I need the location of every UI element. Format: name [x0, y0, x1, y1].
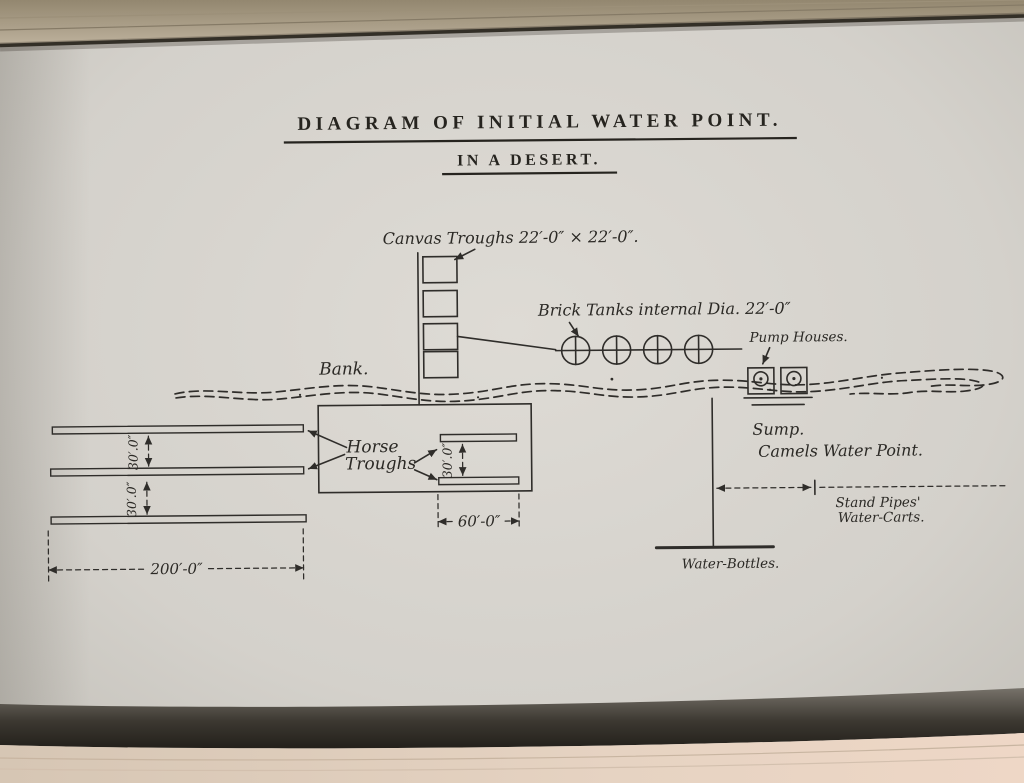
pump-1-wheel — [753, 371, 769, 387]
horse-trough-bar-3 — [50, 514, 307, 525]
canvas-trough-2 — [422, 289, 459, 318]
water-bottles-bar — [654, 545, 775, 550]
bank-stipple — [610, 377, 614, 381]
horse-troughs-arrow-2 — [307, 453, 346, 470]
book-bottom-edge — [0, 688, 1024, 783]
bank-label: Bank. — [318, 359, 368, 379]
pump-houses-label: Pump Houses. — [748, 329, 847, 346]
canvas-troughs: Canvas Troughs 22′-0″ × 22′-0″. — [383, 227, 639, 406]
canvas-trough-1 — [422, 255, 458, 284]
sump-label: Sump. — [752, 419, 804, 438]
horse-troughs-arrow-1 — [307, 429, 348, 449]
bank-upper-line — [174, 368, 1004, 396]
dim-200-line-left — [47, 566, 146, 574]
canvas-troughs-arrow — [454, 248, 476, 261]
distribution: Water-Bottles. Stand Pipes' Water-Carts. — [654, 397, 1007, 573]
dim-30-label-2: 30′.0″ — [124, 481, 139, 517]
bank-stipple — [298, 393, 302, 396]
horse-troughs-label-2: Troughs — [345, 454, 417, 475]
pump-2-axle — [792, 376, 796, 381]
bank-lower-line — [175, 377, 984, 403]
pump-base-line — [743, 396, 813, 399]
dim-30-label-3: 30′.0″ — [439, 443, 454, 479]
dim-30-label-1: 30′.0″ — [125, 434, 140, 470]
bank-stipple — [476, 396, 480, 399]
brick-tanks-label: Brick Tanks internal Dia. 22′-0″ — [537, 299, 791, 320]
bank-stipple — [880, 376, 884, 379]
pump-houses: Pump Houses. Sump. Camels Water Point. — [743, 329, 923, 461]
canvas-troughs-label: Canvas Troughs 22′-0″ × 22′-0″. — [383, 227, 639, 248]
stand-pipes-extension — [819, 485, 1007, 488]
dim-200-line-right — [207, 564, 305, 572]
horse-troughs-arrow-4 — [413, 469, 438, 481]
horse-troughs-arrow-3 — [413, 448, 438, 464]
horse-troughs: Horse Troughs 30′.0″ 30′.0″ 30′.0″ 200′-… — [47, 403, 533, 583]
horse-troughs-label-1: Horse — [345, 437, 398, 457]
title-block: DIAGRAM OF INITIAL WATER POINT. IN A DES… — [283, 110, 797, 176]
pump-houses-arrow — [761, 346, 771, 365]
pump-house-2 — [780, 366, 808, 395]
small-trough-1 — [439, 433, 518, 443]
stand-pipes-label-1: Stand Pipes' — [835, 494, 920, 511]
trough-enclosure — [317, 403, 533, 494]
canvas-trough-4 — [422, 350, 459, 379]
bank: Bank. — [174, 359, 1004, 403]
dim-60-label: 60′-0″ — [458, 512, 501, 530]
page-subtitle: IN A DESERT. — [457, 151, 601, 169]
page-title: DIAGRAM OF INITIAL WATER POINT. — [297, 110, 782, 135]
pump-1-axle — [759, 377, 763, 381]
main-feed-line — [711, 397, 715, 549]
canvas-to-tanks-pipe — [456, 335, 557, 351]
stand-pipes-label-2: Water-Carts. — [838, 509, 925, 526]
pump-house-1 — [747, 366, 775, 395]
title-underline — [283, 136, 797, 144]
page-left-shadow — [0, 0, 90, 783]
water-bottles-label: Water-Bottles. — [682, 556, 780, 573]
subtitle-underline — [442, 171, 618, 176]
canvas-troughs-feed-line — [416, 252, 420, 406]
camels-water-point-label: Camels Water Point. — [758, 440, 923, 460]
small-trough-2 — [438, 476, 520, 486]
pump-2-wheel — [786, 370, 802, 387]
dim-200-label: 200′-0″ — [149, 560, 203, 578]
book-top-edge — [0, 0, 1024, 52]
horse-trough-bar-1 — [51, 424, 305, 435]
tanks-main-pipe — [554, 348, 743, 352]
brick-tanks: Brick Tanks internal Dia. 22′-0″ — [537, 299, 791, 366]
stand-pipes-dim-line — [716, 483, 812, 492]
bank-stipple — [768, 388, 772, 391]
brick-tanks-arrow — [568, 321, 580, 338]
horse-trough-bar-2 — [49, 466, 305, 477]
